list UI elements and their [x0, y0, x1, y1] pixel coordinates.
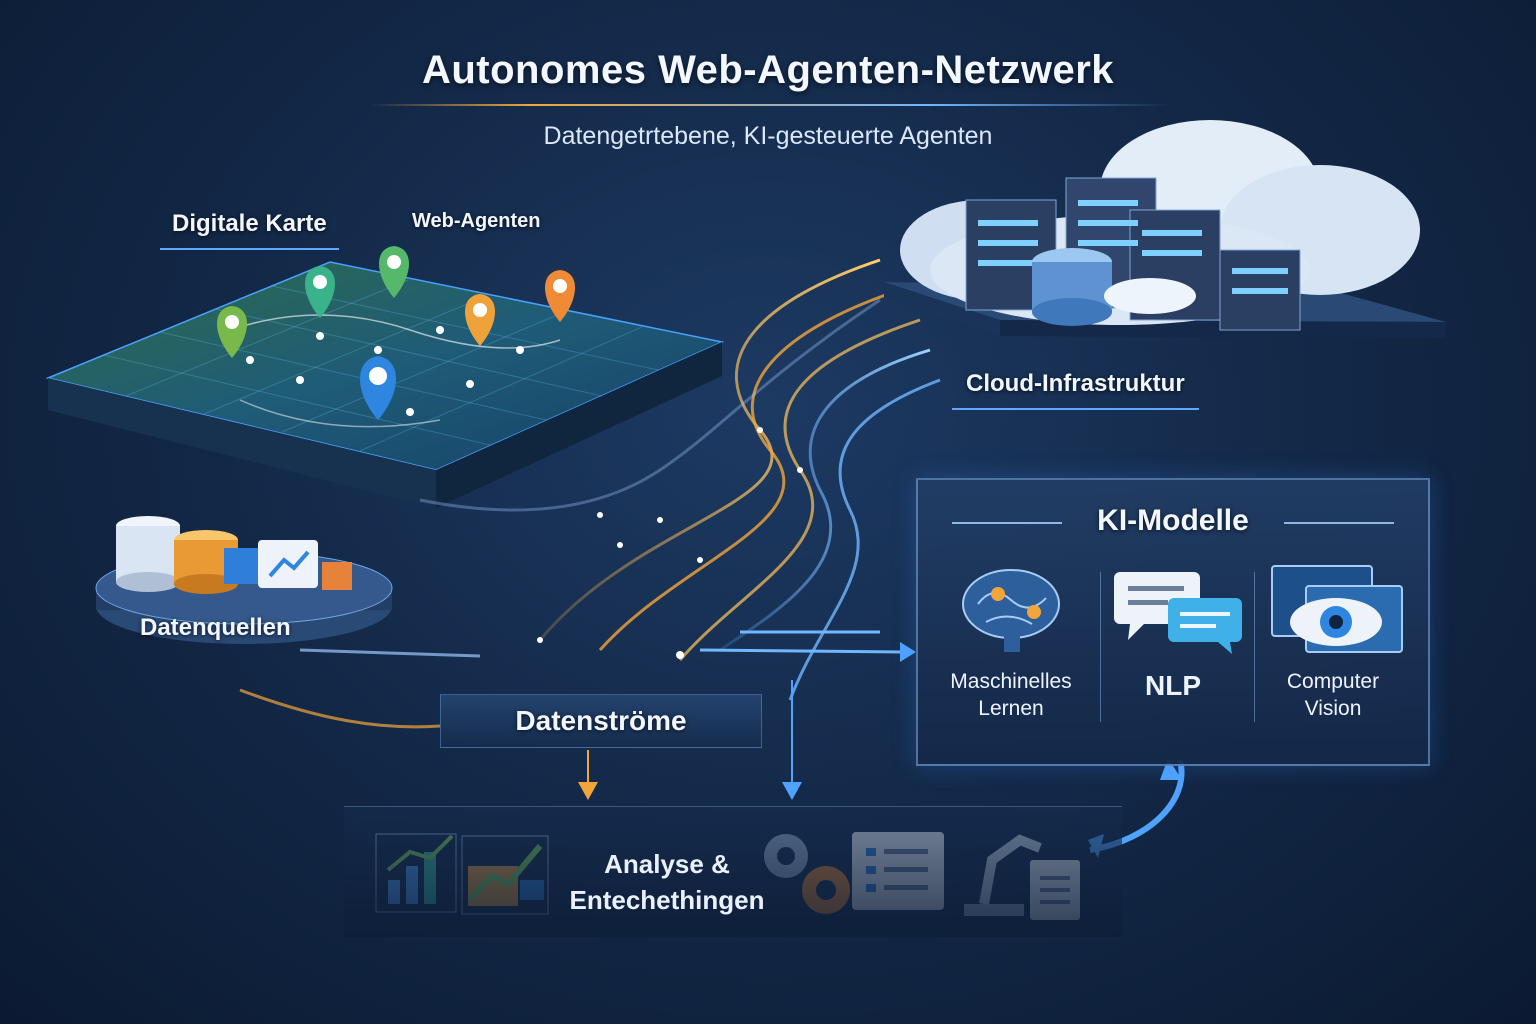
map-label: Digitale Karte	[160, 208, 339, 250]
ml-label-line2: Lernen	[978, 697, 1044, 720]
ml-label-line1: Maschinelles	[950, 670, 1072, 693]
ai-models-title: KI-Modelle	[1097, 504, 1249, 537]
nlp-label: NLP	[1145, 670, 1201, 701]
data-streams-label: Datenströme	[440, 694, 762, 748]
analysis-label: Analyse & Entechethingen	[562, 846, 772, 918]
map-pin-green-2	[379, 246, 409, 298]
cloud-infrastructure	[884, 120, 1446, 338]
page-title: Autonomes Web-Agenten-Netzwerk	[421, 48, 1115, 92]
brain-icon	[962, 569, 1060, 652]
nlp-item: NLP	[1098, 558, 1248, 738]
title-divider	[370, 104, 1170, 106]
map-pin-teal	[305, 266, 335, 318]
cv-label-line1: Computer	[1286, 670, 1380, 693]
panel-rule-left	[952, 522, 1062, 524]
computer-vision-item: Computer Vision	[1258, 558, 1408, 738]
eye-icon	[1271, 565, 1403, 653]
map-pin-orange-1	[465, 294, 495, 346]
map-pin-blue	[360, 356, 396, 420]
data-stream-curves	[239, 258, 1185, 853]
ai-models-panel: KI-Modelle Maschinelles Lernen NL	[916, 478, 1430, 766]
web-agents-label: Web-Agenten	[412, 210, 541, 232]
panel-separator	[1100, 572, 1101, 722]
map-pin-green-1	[217, 306, 247, 358]
chat-bubbles-icon	[1114, 572, 1242, 654]
cloud-label: Cloud-Infrastruktur	[952, 368, 1199, 410]
page-subtitle: Datengetrtebene, KI-gesteuerte Agenten	[543, 122, 993, 150]
machine-learning-item: Maschinelles Lernen	[936, 558, 1086, 738]
panel-rule-right	[1284, 522, 1394, 524]
analysis-bar	[344, 806, 1122, 937]
data-sources-label: Datenquellen	[140, 614, 291, 641]
map-pin-orange-2	[545, 270, 575, 322]
database-icon	[95, 516, 393, 644]
panel-separator	[1254, 572, 1255, 722]
analysis-label-line2: Entechethingen	[569, 885, 765, 915]
analysis-label-line1: Analyse &	[604, 849, 730, 879]
cv-label-line2: Vision	[1304, 697, 1362, 720]
